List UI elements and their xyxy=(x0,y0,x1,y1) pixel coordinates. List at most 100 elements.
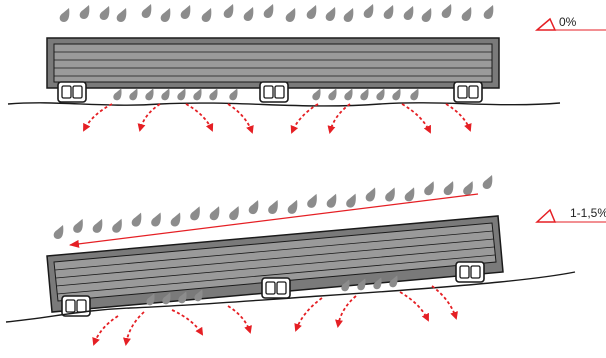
sloped-roof-panel: 1-1,5% xyxy=(5,175,606,346)
support-block-icon xyxy=(57,81,87,103)
rain-drop-icon xyxy=(180,5,191,19)
rain-drop-icon xyxy=(116,8,127,22)
rain-drop-icon xyxy=(99,6,110,20)
support-block-icon xyxy=(455,261,485,283)
rain-drop-icon xyxy=(145,88,154,101)
flow-arrows-top xyxy=(83,103,472,134)
rain-drop-icon xyxy=(194,289,203,302)
slope-indicator-bottom: 1-1,5% xyxy=(535,206,606,223)
rain-drop-icon xyxy=(463,181,473,196)
rain-drop-icon xyxy=(129,88,138,101)
flat-panel-body xyxy=(46,37,500,89)
rain-drop-icon xyxy=(373,277,382,290)
water-flow-arrow-icon xyxy=(185,103,214,132)
rain-drop-icon xyxy=(461,7,472,21)
rain-drop-icon xyxy=(326,193,337,208)
rain-drop-icon xyxy=(385,187,395,202)
ground-line-bottom xyxy=(5,271,576,323)
rain-drop-icon xyxy=(263,4,274,18)
support-block-icon xyxy=(259,81,289,103)
rain-drop-icon xyxy=(312,88,321,101)
rain-drop-icon xyxy=(285,8,296,22)
water-flow-arrow-icon xyxy=(335,295,357,328)
rain-drop-icon xyxy=(482,175,493,189)
rain-drop-icon xyxy=(160,8,171,22)
water-flow-arrow-icon xyxy=(227,305,252,334)
slope-label-bottom: 1-1,5% xyxy=(570,206,606,220)
rain-drop-icon xyxy=(441,4,452,18)
slope-triangle-icon xyxy=(534,17,557,31)
rain-drop-icon xyxy=(229,206,239,221)
supports-top xyxy=(57,81,483,103)
support-block-icon xyxy=(61,295,91,317)
rain-drop-icon xyxy=(73,218,83,233)
rain-drop-icon xyxy=(113,88,122,101)
water-flow-arrow-icon xyxy=(290,103,319,134)
rain-drop-icon xyxy=(306,5,317,19)
rain-drop-icon xyxy=(307,193,317,208)
rain-drop-icon xyxy=(443,181,454,196)
rain-drop-icon xyxy=(79,5,90,19)
rain-drop-icon xyxy=(421,8,432,22)
rain-drop-icon xyxy=(392,88,401,101)
rain-drop-icon xyxy=(178,291,187,304)
sloped-panel-body xyxy=(46,215,504,313)
runoff-arrow xyxy=(69,193,479,248)
rain-drop-icon xyxy=(341,279,350,292)
rain-drop-icon xyxy=(357,278,366,291)
rain-drop-icon xyxy=(209,206,220,221)
slope-triangle-icon xyxy=(535,208,557,223)
water-flow-arrow-icon xyxy=(137,103,161,132)
rain-drop-icon xyxy=(59,8,70,22)
rain-drop-icon xyxy=(346,193,356,208)
rain-drop-icon xyxy=(177,88,186,101)
rain-drop-icon xyxy=(404,187,415,202)
rain-drops-top xyxy=(59,4,494,22)
rain-drop-icon xyxy=(344,88,353,101)
rain-drop-icon xyxy=(146,293,155,306)
rain-drop-icon xyxy=(229,88,238,101)
under-drops-top xyxy=(113,88,419,101)
rain-drop-icon xyxy=(223,4,234,18)
water-flow-arrow-icon xyxy=(92,315,119,346)
rain-drop-icon xyxy=(53,225,64,239)
rain-drop-icon xyxy=(365,187,376,202)
water-flow-arrow-icon xyxy=(294,297,323,332)
rain-drop-icon xyxy=(112,218,122,233)
water-flow-arrow-icon xyxy=(327,103,351,134)
rain-drop-icon xyxy=(193,88,202,101)
slope-label-top: 0% xyxy=(559,15,577,29)
rain-drop-icon xyxy=(424,181,434,196)
water-flow-arrow-icon xyxy=(123,311,145,346)
rain-drop-icon xyxy=(410,88,419,101)
rain-drop-icon xyxy=(201,8,212,22)
rain-drop-icon xyxy=(151,212,161,227)
rain-drop-icon xyxy=(363,4,374,18)
rain-drop-icon xyxy=(360,88,369,101)
rain-drop-icon xyxy=(170,212,181,227)
supports-bottom xyxy=(61,261,485,317)
rain-drops-bottom xyxy=(53,175,493,239)
flow-arrows-bottom xyxy=(92,285,458,346)
water-flow-arrow-icon xyxy=(399,291,429,322)
water-flow-arrow-icon xyxy=(227,103,254,134)
rain-drop-icon xyxy=(268,200,278,214)
rain-drop-icon xyxy=(248,200,259,215)
rain-drop-icon xyxy=(131,212,142,227)
rain-drop-icon xyxy=(376,88,385,101)
ground-line-top xyxy=(7,102,561,107)
rain-drop-icon xyxy=(403,6,414,20)
rain-drop-icon xyxy=(162,292,171,305)
support-block-icon xyxy=(453,81,483,103)
rain-drop-icon xyxy=(343,8,354,22)
water-flow-arrow-icon xyxy=(171,309,204,336)
under-drops-bottom xyxy=(146,275,398,306)
rain-drop-icon xyxy=(243,7,254,21)
water-flow-arrow-icon xyxy=(83,103,113,132)
rain-drop-icon xyxy=(383,5,394,19)
rain-drop-icon xyxy=(483,5,494,19)
support-block-icon xyxy=(261,277,291,299)
water-flow-arrow-icon xyxy=(445,103,472,132)
rain-drop-icon xyxy=(92,218,103,233)
